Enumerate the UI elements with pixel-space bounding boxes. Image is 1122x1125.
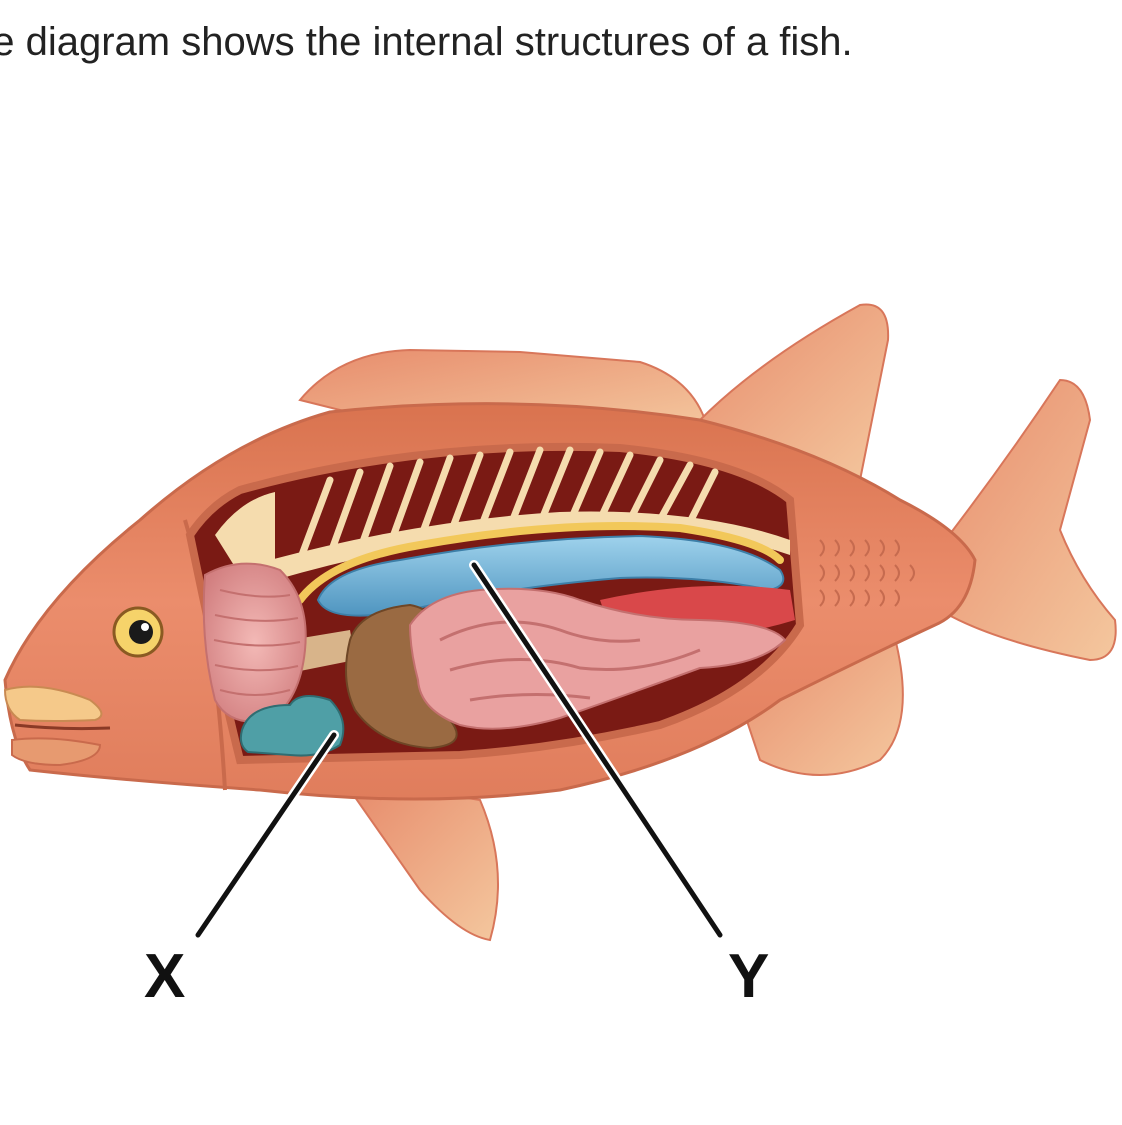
diagram-caption: he diagram shows the internal structures… <box>0 20 853 64</box>
gills <box>202 562 307 723</box>
pointer-line-x-core <box>195 732 337 938</box>
spine <box>225 495 790 580</box>
lower-lip <box>11 737 102 767</box>
heart <box>239 695 345 757</box>
mouth-line <box>14 723 111 731</box>
eye-highlight <box>141 623 149 631</box>
pelvic-fin <box>348 788 499 942</box>
intestine <box>408 587 787 730</box>
upper-lip <box>3 685 103 722</box>
kidney <box>296 522 784 604</box>
scales <box>819 539 915 607</box>
gill-filaments <box>213 589 301 696</box>
ribs <box>296 446 719 564</box>
eye-pupil <box>129 620 153 644</box>
skull-bone <box>215 492 275 575</box>
label-y: Y <box>728 942 770 1011</box>
label-x: X <box>144 942 186 1011</box>
intestine-folds <box>439 620 701 702</box>
tail-fin <box>928 378 1117 662</box>
pointer-line-y-core <box>471 562 723 938</box>
